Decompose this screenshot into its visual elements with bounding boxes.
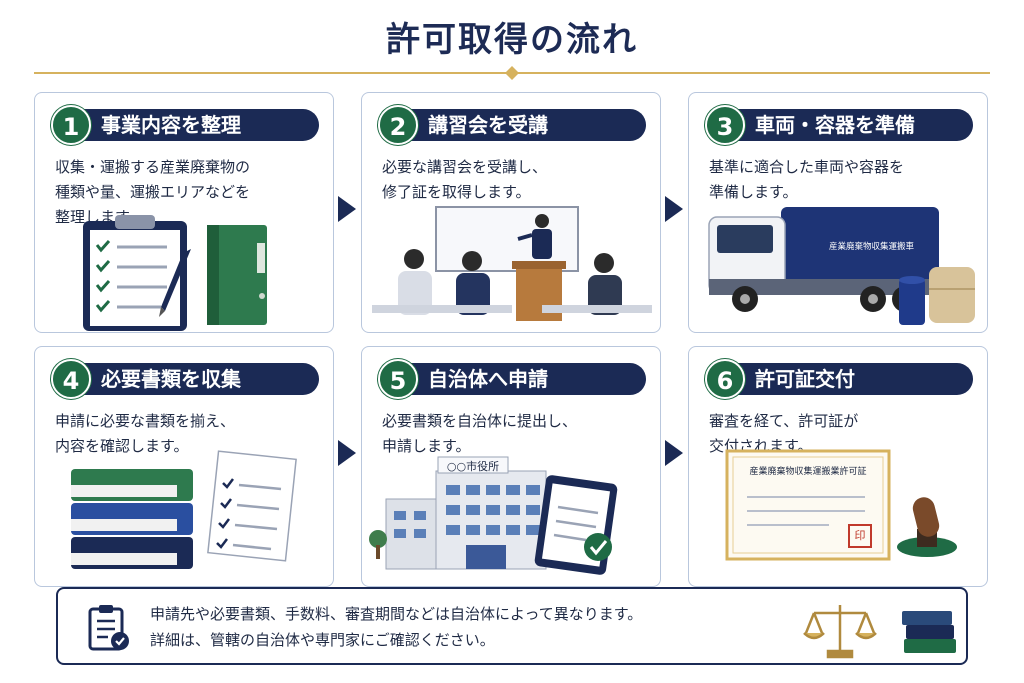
step-description: 収集・運搬する産業廃棄物の種類や量、運搬エリアなどを整理します。: [55, 158, 251, 226]
step-badge: 2 講習会を受講: [378, 105, 646, 145]
drum-icon: [899, 276, 925, 325]
step-label: 必要書類を収集: [101, 367, 241, 391]
step-card-3: 3 車両・容器を準備 基準に適合した車両や容器を準備します。 産業廃棄物収集運搬…: [688, 92, 988, 333]
step-description: 必要な講習会を受講し、修了証を取得します。: [382, 158, 548, 201]
arrow-right-icon: [338, 440, 356, 466]
clipboard-approved-icon: [534, 475, 618, 575]
city-hall-sign: ○○市役所: [446, 460, 500, 473]
step-number: 3: [705, 105, 745, 145]
note-box: 申請先や必要書類、手数料、審査期間などは自治体によって異なります。 詳細は、管轄…: [56, 587, 968, 665]
books-icon: [902, 611, 956, 653]
step-number: 6: [705, 359, 745, 399]
whiteboard-icon: [435, 206, 579, 272]
bag-icon: [929, 267, 975, 323]
step-description: 基準に適合した車両や容器を準備します。: [709, 158, 905, 201]
binder-icon: [207, 225, 267, 325]
step-label: 事業内容を整理: [101, 113, 241, 137]
step-label: 許可証交付: [755, 367, 855, 391]
step-card-1: 1 事業内容を整理 収集・運搬する産業廃棄物の種類や量、運搬エリアなどを整理しま…: [34, 92, 334, 333]
step-card-2: 2 講習会を受講 必要な講習会を受講し、修了証を取得します。: [361, 92, 661, 333]
clipboard-check-icon: [88, 605, 129, 651]
step-number: 1: [51, 105, 91, 145]
stacked-binders-illustration: [71, 450, 297, 569]
step-label: 講習会を受講: [428, 113, 548, 137]
step-card-4: 4 必要書類を収集 申請に必要な書類を揃え、内容を確認します。: [34, 346, 334, 587]
truck-icon: [708, 207, 939, 312]
step-card-6: 6 許可証交付 審査を経て、許可証が交付されます。 産業廃棄物収集運搬業許可証 …: [688, 346, 988, 587]
step-badge: 4 必要書類を収集: [51, 359, 319, 399]
document-checklist-icon: [207, 450, 297, 562]
diamond-ornament-icon: [505, 66, 519, 80]
step-label: 自治体へ申請: [428, 367, 548, 391]
building-icon: [385, 456, 547, 570]
certificate-title: 産業廃棄物収集運搬業許可証: [749, 467, 867, 477]
arrow-right-icon: [338, 196, 356, 222]
step-number: 2: [378, 105, 418, 145]
lecturer-icon: [517, 214, 552, 259]
step-badge: 5 自治体へ申請: [378, 359, 646, 399]
step-card-5: 5 自治体へ申請 必要書類を自治体に提出し、申請します。: [361, 346, 661, 587]
city-hall-illustration: [369, 456, 618, 575]
arrow-right-icon: [665, 440, 683, 466]
checklist-and-binder-illustration: [83, 215, 267, 331]
page-title: 許可取得の流れ: [386, 20, 638, 60]
tree-icon: [369, 530, 387, 559]
step-badge: 3 車両・容器を準備: [705, 105, 973, 145]
scales-and-books-icon: [803, 605, 956, 659]
certificate-illustration: [725, 449, 957, 561]
seminar-illustration: [372, 206, 652, 321]
step-badge: 6 許可証交付: [705, 359, 973, 399]
step-badge: 1 事業内容を整理: [51, 105, 319, 145]
arrow-right-icon: [665, 196, 683, 222]
step-description: 申請に必要な書類を揃え、内容を確認します。: [55, 412, 236, 455]
truck-and-containers-illustration: [708, 207, 975, 325]
binder-stack-icon: [71, 469, 193, 569]
certificate-icon: [725, 449, 891, 561]
step-number: 5: [378, 359, 418, 399]
seal-text: 印: [854, 529, 866, 542]
clipboard-icon: [83, 215, 187, 331]
step-number: 4: [51, 359, 91, 399]
step-description: 必要書類を自治体に提出し、申請します。: [382, 412, 578, 455]
scales-icon: [803, 605, 877, 659]
stamp-icon: [897, 497, 957, 557]
desk-icon: [372, 305, 652, 313]
truck-text: 産業廃棄物収集運搬車: [829, 242, 915, 252]
note-text: 申請先や必要書類、手数料、審査期間などは自治体によって異なります。 詳細は、管轄…: [150, 605, 643, 649]
step-label: 車両・容器を準備: [755, 113, 915, 137]
pen-icon: [159, 249, 191, 317]
